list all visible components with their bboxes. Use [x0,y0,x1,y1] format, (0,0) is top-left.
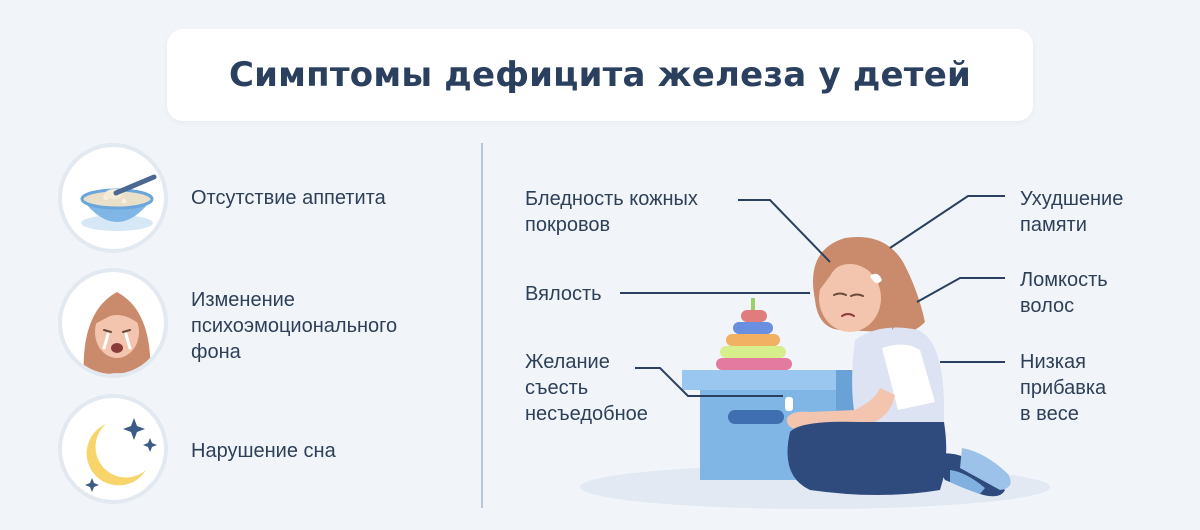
symptom-sleep-label: Нарушение сна [191,440,336,462]
moon-stars-icon [58,394,168,504]
symptom-pale-skin-label: Бледность кожных покровов [525,188,698,236]
symptom-memory-label: Ухудшение памяти [1020,188,1124,236]
symptom-lethargy-label: Вялость [525,283,602,305]
symptom-hair-label: Ломкость волос [1020,269,1108,317]
porridge-bowl-icon [58,143,168,253]
column-divider [481,143,483,508]
crying-girl-icon [58,268,168,378]
symptom-pica-label: Желание съесть несъедобное [525,351,648,425]
symptom-weight-label: Низкая прибавка в весе [1020,351,1107,425]
symptom-appetite-label: Отсутствие аппетита [191,187,386,209]
symptom-emotional-label: Изменение психоэмоционального фона [191,289,398,363]
title-card: Симптомы дефицита железа у детей [167,29,1033,121]
page-title: Симптомы дефицита железа у детей [229,55,971,95]
